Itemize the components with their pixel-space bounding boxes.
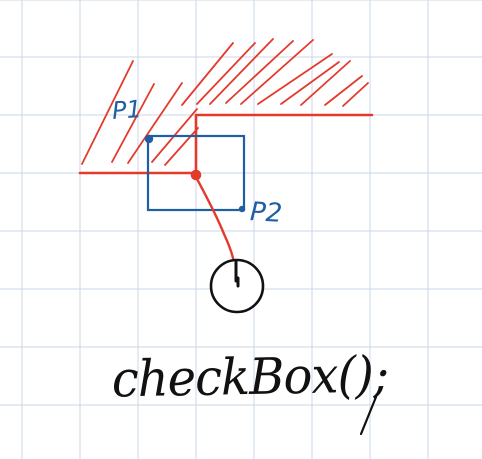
clock-hand [234,260,240,288]
hatch-stroke-14 [324,75,363,106]
code-tail-stroke [359,395,378,436]
query-connection [190,169,236,265]
boundary-line [78,113,374,175]
bounding-rectangle [146,134,246,212]
trailing-slash [359,395,378,436]
hatch-stroke-15 [342,82,369,107]
hatch-stroke-10 [240,39,314,105]
code-caption: checkBox(); [111,345,389,409]
hatch-stroke-13 [300,60,351,106]
label-p2: P2 [249,197,283,229]
hatch-stroke-12 [280,61,340,105]
hatch-stroke-8 [209,38,274,105]
hatch-stroke-5 [164,127,199,166]
point-p1 [144,134,154,144]
hatch-stroke-11 [257,53,333,105]
region-boundary [78,113,374,175]
hatching [81,38,369,166]
bounding-box [144,134,246,213]
query-point [190,169,202,181]
hatch-stroke-7 [196,42,256,105]
hatch-stroke-1 [81,60,134,165]
hatch-stroke-6 [181,42,234,106]
point-p2 [238,205,246,213]
connector-line [194,175,236,265]
hatch-stroke-2 [111,83,155,163]
hatch-stroke-3 [127,82,183,164]
hatch-stroke-9 [225,40,294,104]
label-p1: P1 [111,94,143,126]
clock-icon [209,258,265,314]
